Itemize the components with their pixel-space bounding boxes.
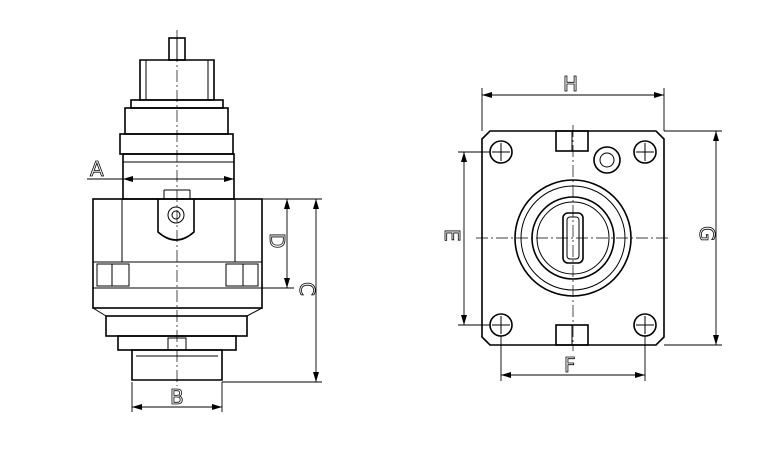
dimension-label-a: A bbox=[90, 157, 104, 181]
dimension-f: F bbox=[500, 336, 646, 381]
dimension-h: H bbox=[481, 72, 665, 131]
side-view: A B D C bbox=[87, 30, 322, 412]
dimension-a: A bbox=[87, 157, 234, 182]
front-view: H E G F bbox=[440, 72, 722, 381]
dimension-g: G bbox=[664, 130, 722, 346]
dimension-label-f: F bbox=[564, 353, 576, 377]
dimension-label-d: D bbox=[265, 233, 289, 248]
dimension-d: D bbox=[262, 198, 294, 289]
dimension-b: B bbox=[131, 382, 223, 412]
dimension-label-b: B bbox=[170, 385, 184, 409]
dimension-label-g: G bbox=[695, 226, 719, 242]
dimension-label-h: H bbox=[563, 72, 578, 96]
dimension-label-e: E bbox=[440, 229, 464, 242]
dimension-label-c: C bbox=[295, 282, 319, 296]
dimension-e: E bbox=[440, 151, 490, 326]
dimension-c: C bbox=[222, 198, 322, 383]
